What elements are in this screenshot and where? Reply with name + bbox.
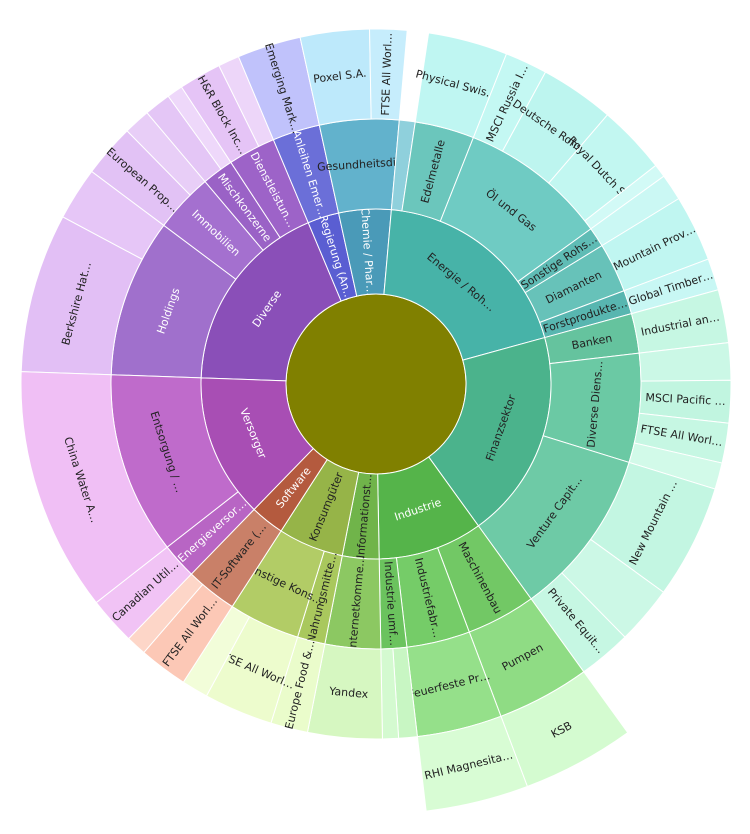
label-industrie-umf: Industrie umf… — [382, 561, 401, 646]
label-gesundheitsdi: Gesundheitsdi… — [317, 155, 407, 174]
label-yandex: Yandex — [328, 685, 369, 702]
label-poxel-s-a: Poxel S.A. — [313, 67, 368, 86]
label-ftse-all-worl: FTSE All Worl… — [379, 33, 395, 116]
segment-china-water-a[interactable] — [20, 371, 168, 604]
segment-rhi-magnesita[interactable] — [416, 715, 528, 812]
root-center[interactable] — [285, 293, 467, 475]
label-chemie-phar: Chemie / Phar… — [358, 207, 377, 296]
label-msci-pacific: MSCI Pacific … — [645, 391, 726, 408]
